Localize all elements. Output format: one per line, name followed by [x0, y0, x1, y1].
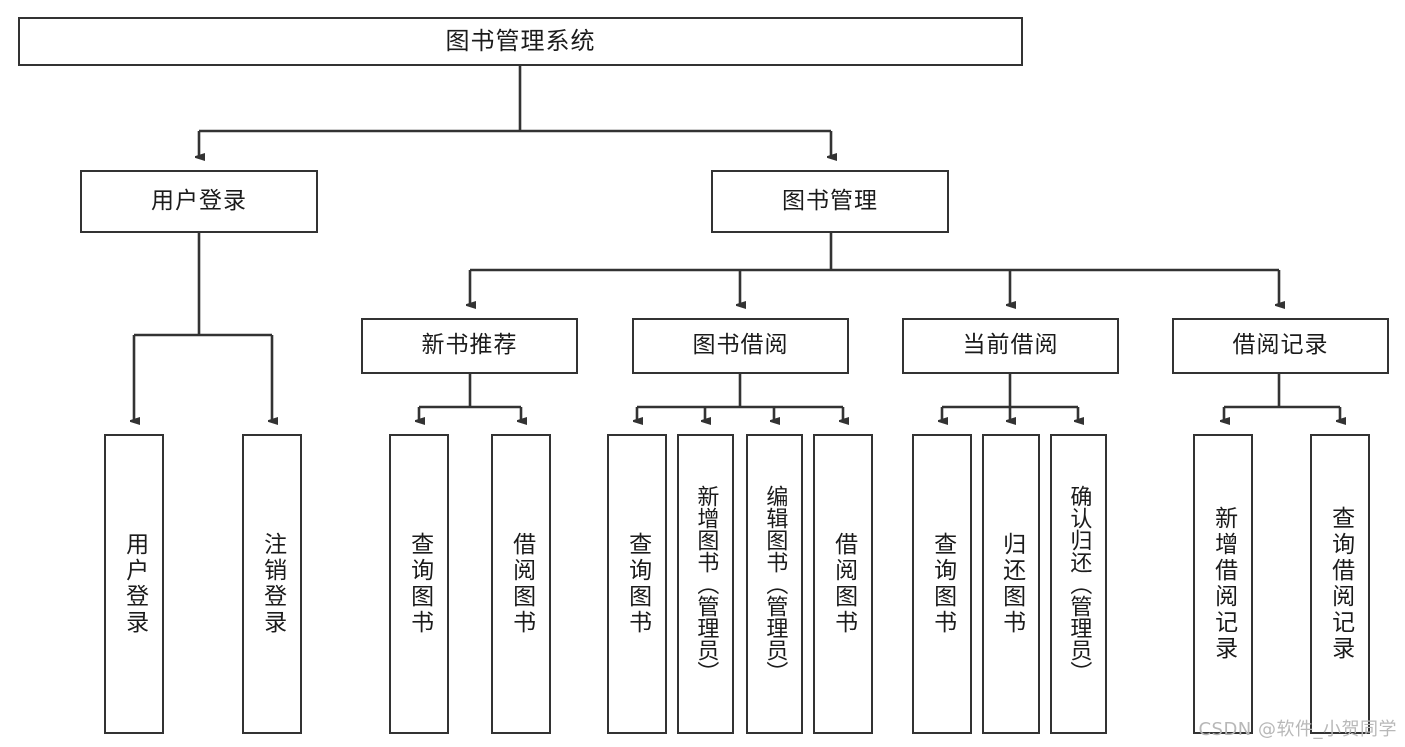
node-label: 归还图书: [998, 532, 1025, 636]
leaf-query-book-current[interactable]: 查询图书: [912, 434, 972, 734]
leaf-add-book-admin[interactable]: 新增图书（管理员）: [677, 434, 734, 734]
node-borrow-record[interactable]: 借阅记录: [1172, 318, 1389, 374]
leaf-confirm-return-admin[interactable]: 确认归还（管理员）: [1050, 434, 1107, 734]
node-label: 图书管理: [782, 187, 878, 214]
node-label: 借阅记录: [1232, 332, 1329, 359]
leaf-query-book-borrow[interactable]: 查询图书: [607, 434, 667, 734]
node-label: 借阅图书: [508, 532, 535, 636]
node-label: 查询图书: [929, 532, 956, 636]
node-label: 编辑图书（管理员）: [762, 485, 788, 683]
node-label: 新增图书（管理员）: [693, 485, 719, 683]
node-label: 查询借阅记录: [1327, 506, 1354, 662]
node-label: 注销登录: [259, 532, 286, 636]
node-label: 查询图书: [624, 532, 651, 636]
node-new-book-recommend[interactable]: 新书推荐: [361, 318, 578, 374]
node-label: 查询图书: [406, 532, 433, 636]
node-book-borrow[interactable]: 图书借阅: [632, 318, 849, 374]
node-label: 图书管理系统: [445, 27, 596, 56]
leaf-add-borrow-record[interactable]: 新增借阅记录: [1193, 434, 1253, 734]
node-label: 新增借阅记录: [1210, 506, 1237, 662]
leaf-logout[interactable]: 注销登录: [242, 434, 302, 734]
leaf-borrow-book[interactable]: 借阅图书: [813, 434, 873, 734]
node-label: 确认归还（管理员）: [1066, 485, 1092, 683]
leaf-query-borrow-record[interactable]: 查询借阅记录: [1310, 434, 1370, 734]
node-label: 用户登录: [151, 187, 247, 214]
node-label: 新书推荐: [421, 332, 518, 359]
leaf-edit-book-admin[interactable]: 编辑图书（管理员）: [746, 434, 803, 734]
leaf-return-book[interactable]: 归还图书: [982, 434, 1040, 734]
leaf-query-book-newbook[interactable]: 查询图书: [389, 434, 449, 734]
node-label: 用户登录: [121, 532, 148, 636]
leaf-user-login[interactable]: 用户登录: [104, 434, 164, 734]
leaf-borrow-book-newbook[interactable]: 借阅图书: [491, 434, 551, 734]
node-book-management[interactable]: 图书管理: [711, 170, 949, 233]
node-label: 借阅图书: [830, 532, 857, 636]
node-current-borrow[interactable]: 当前借阅: [902, 318, 1119, 374]
node-user-login[interactable]: 用户登录: [80, 170, 318, 233]
node-root-system[interactable]: 图书管理系统: [18, 17, 1023, 66]
node-label: 图书借阅: [692, 332, 789, 359]
node-label: 当前借阅: [962, 332, 1059, 359]
